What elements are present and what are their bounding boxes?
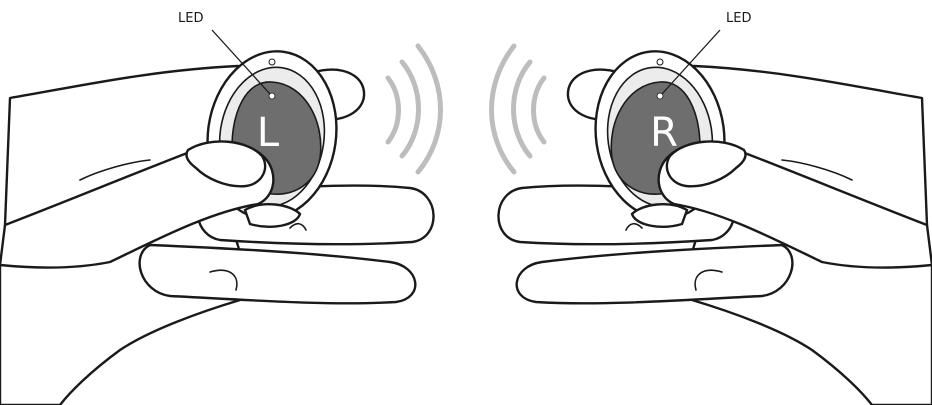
left-top-mark: [269, 59, 275, 65]
left-sound-waves: [388, 46, 441, 172]
right-wave-1: [534, 78, 545, 142]
right-top-mark: [657, 59, 663, 65]
right-letter: R: [650, 110, 678, 156]
left-led-label: LED: [178, 11, 203, 26]
left-wave-1: [388, 78, 399, 142]
right-earbud-base: [632, 204, 687, 227]
left-lower-finger: [140, 245, 416, 303]
right-sound-waves: [492, 46, 545, 172]
left-wave-3: [418, 46, 441, 172]
left-earbud-base: [245, 204, 300, 227]
right-side-mirror: [492, 30, 932, 405]
right-wave-2: [514, 62, 531, 156]
left-wave-2: [402, 62, 419, 156]
right-wave-3: [492, 46, 515, 172]
right-led-label: LED: [726, 11, 751, 26]
left-letter: L: [257, 110, 280, 156]
right-lower-finger: [517, 245, 793, 303]
